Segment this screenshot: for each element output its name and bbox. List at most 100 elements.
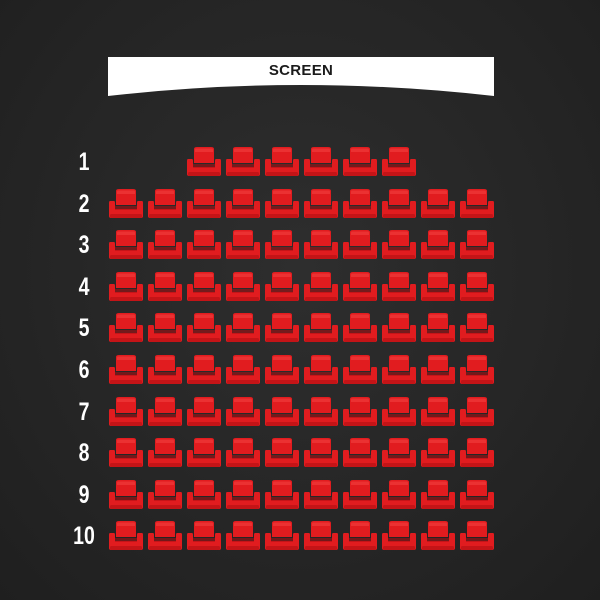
seat-row-4-10[interactable] xyxy=(460,271,494,301)
seat-row-4-1[interactable] xyxy=(109,271,143,301)
seat-icon xyxy=(226,147,260,176)
seat-row-3-1[interactable] xyxy=(109,230,143,260)
seat-row-10-4[interactable] xyxy=(226,521,260,551)
seat-row-2-6[interactable] xyxy=(304,188,338,218)
seat-row-5-5[interactable] xyxy=(265,313,299,343)
seat-row-1-2[interactable] xyxy=(226,147,260,176)
seat-row-9-4[interactable] xyxy=(226,479,260,509)
seat-row-8-3[interactable] xyxy=(187,438,221,468)
seat-row-9-3[interactable] xyxy=(187,479,221,509)
seat-row-7-3[interactable] xyxy=(187,396,221,426)
seat-row-6-6[interactable] xyxy=(304,355,338,384)
seat-row-8-7[interactable] xyxy=(343,438,377,468)
seat-row-7-9[interactable] xyxy=(421,396,455,426)
seat-row-2-9[interactable] xyxy=(421,188,455,218)
seat-row-5-10[interactable] xyxy=(460,313,494,343)
seat-row-2-5[interactable] xyxy=(265,188,299,218)
seat-row-10-6[interactable] xyxy=(304,521,338,551)
seat-row-3-7[interactable] xyxy=(343,230,377,260)
seat-row-4-5[interactable] xyxy=(265,271,299,301)
seat-row-3-10[interactable] xyxy=(460,230,494,260)
seat-row-7-5[interactable] xyxy=(265,396,299,426)
seat-row-9-10[interactable] xyxy=(460,479,494,509)
seat-icon xyxy=(382,521,416,551)
seat-row-3-2[interactable] xyxy=(148,230,182,260)
seat-row-6-8[interactable] xyxy=(382,355,416,384)
seat-row-5-7[interactable] xyxy=(343,313,377,343)
seat-row-8-1[interactable] xyxy=(109,438,143,468)
seat-row-5-8[interactable] xyxy=(382,313,416,343)
seat-row-3-8[interactable] xyxy=(382,230,416,260)
seat-row-5-3[interactable] xyxy=(187,313,221,343)
seat-row-10-9[interactable] xyxy=(421,521,455,551)
seat-row-4-6[interactable] xyxy=(304,271,338,301)
seat-row-1-5[interactable] xyxy=(343,147,377,176)
seat-row-2-2[interactable] xyxy=(148,188,182,218)
seat-row-7-4[interactable] xyxy=(226,396,260,426)
seat-row-7-7[interactable] xyxy=(343,396,377,426)
seat-row-9-7[interactable] xyxy=(343,479,377,509)
seat-row-8-5[interactable] xyxy=(265,438,299,468)
seat-row-4-2[interactable] xyxy=(148,271,182,301)
seat-row-6-4[interactable] xyxy=(226,355,260,384)
seat-row-8-10[interactable] xyxy=(460,438,494,468)
seat-row-4-9[interactable] xyxy=(421,271,455,301)
seat-row-7-1[interactable] xyxy=(109,396,143,426)
seat-row-7-10[interactable] xyxy=(460,396,494,426)
seat-row-9-6[interactable] xyxy=(304,479,338,509)
seat-row-5-6[interactable] xyxy=(304,313,338,343)
seat-row-10-7[interactable] xyxy=(343,521,377,551)
seat-row-6-5[interactable] xyxy=(265,355,299,384)
seat-row-10-10[interactable] xyxy=(460,521,494,551)
seat-row-5-4[interactable] xyxy=(226,313,260,343)
seat-row-4-3[interactable] xyxy=(187,271,221,301)
seat-row-10-1[interactable] xyxy=(109,521,143,551)
seat-row-3-3[interactable] xyxy=(187,230,221,260)
seat-row-5-2[interactable] xyxy=(148,313,182,343)
seat-row-6-2[interactable] xyxy=(148,355,182,384)
seat-row-1-6[interactable] xyxy=(382,147,416,176)
seat-row-7-8[interactable] xyxy=(382,396,416,426)
seat-icon xyxy=(265,230,299,260)
seat-row-10-8[interactable] xyxy=(382,521,416,551)
seat-row-4-8[interactable] xyxy=(382,271,416,301)
seat-row-8-4[interactable] xyxy=(226,438,260,468)
seat-row-6-9[interactable] xyxy=(421,355,455,384)
seat-row-3-6[interactable] xyxy=(304,230,338,260)
seat-row-1-3[interactable] xyxy=(265,147,299,176)
seat-row-9-2[interactable] xyxy=(148,479,182,509)
seat-icon xyxy=(148,271,182,301)
seat-row-1-1[interactable] xyxy=(187,147,221,176)
seat-row-7-6[interactable] xyxy=(304,396,338,426)
seat-row-9-9[interactable] xyxy=(421,479,455,509)
seat-row-10-5[interactable] xyxy=(265,521,299,551)
seat-row-3-9[interactable] xyxy=(421,230,455,260)
seat-row-10-2[interactable] xyxy=(148,521,182,551)
seat-row-6-1[interactable] xyxy=(109,355,143,384)
seat-row-9-1[interactable] xyxy=(109,479,143,509)
seat-row-8-9[interactable] xyxy=(421,438,455,468)
seat-row-2-4[interactable] xyxy=(226,188,260,218)
seat-row-2-3[interactable] xyxy=(187,188,221,218)
seat-row-4-7[interactable] xyxy=(343,271,377,301)
seat-row-5-9[interactable] xyxy=(421,313,455,343)
seat-row-6-7[interactable] xyxy=(343,355,377,384)
seat-row-5-1[interactable] xyxy=(109,313,143,343)
seat-row-9-5[interactable] xyxy=(265,479,299,509)
seat-row-8-2[interactable] xyxy=(148,438,182,468)
seat-row-2-8[interactable] xyxy=(382,188,416,218)
seat-row-8-8[interactable] xyxy=(382,438,416,468)
seat-row-3-5[interactable] xyxy=(265,230,299,260)
seat-row-2-7[interactable] xyxy=(343,188,377,218)
seat-row-8-6[interactable] xyxy=(304,438,338,468)
seat-row-6-3[interactable] xyxy=(187,355,221,384)
seat-row-6-10[interactable] xyxy=(460,355,494,384)
seat-row-4-4[interactable] xyxy=(226,271,260,301)
seat-row-7-2[interactable] xyxy=(148,396,182,426)
seat-row-3-4[interactable] xyxy=(226,230,260,260)
seat-row-1-4[interactable] xyxy=(304,147,338,176)
seat-row-10-3[interactable] xyxy=(187,521,221,551)
seat-row-2-1[interactable] xyxy=(109,188,143,218)
seat-row-2-10[interactable] xyxy=(460,188,494,218)
seat-row-9-8[interactable] xyxy=(382,479,416,509)
